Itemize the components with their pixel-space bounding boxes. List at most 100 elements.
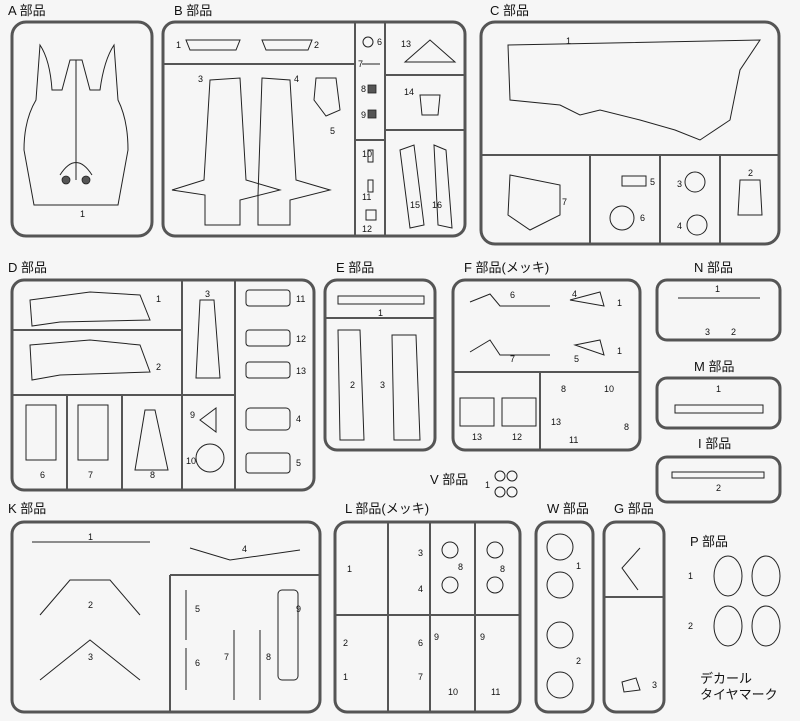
part-number: 6 (40, 470, 45, 480)
tire-mark-label: タイヤマーク (700, 687, 778, 702)
runner-p: P 部品 1 2 デカール タイヤマーク (688, 534, 781, 702)
runner-l: L 部品(メッキ) 1 3 4 8 8 2 1 6 7 9 9 10 11 (333, 501, 522, 714)
part-number: 7 (358, 59, 363, 69)
part-number: 6 (377, 37, 382, 47)
runner-e: E 部品 1 2 3 (323, 260, 437, 452)
runner-v-title: V 部品 (430, 472, 468, 487)
part-number: 2 (731, 327, 736, 337)
part-number: 3 (705, 327, 710, 337)
part-number: 1 (485, 480, 490, 490)
part-number: 2 (156, 362, 161, 372)
part-number: 1 (566, 36, 571, 46)
part-number: 9 (361, 110, 366, 120)
part-number: 9 (190, 410, 195, 420)
runner-c: C 部品 1 7 5 6 3 4 2 (479, 3, 781, 246)
part-number: 8 (500, 564, 505, 574)
part-number: 11 (362, 192, 371, 202)
part-number: 7 (88, 470, 93, 480)
part-number: 15 (410, 200, 420, 210)
runner-g: G 部品 3 (602, 501, 666, 714)
body-shell-part (23, 43, 129, 206)
part-number: 8 (266, 652, 271, 662)
part-number: 5 (650, 177, 655, 187)
part-number: 1 (715, 284, 720, 294)
runner-b-title: B 部品 (174, 3, 212, 18)
part-number: 1 (343, 672, 348, 682)
part-number: 9 (480, 632, 485, 642)
part-number: 6 (418, 638, 423, 648)
part-number: 13 (551, 417, 561, 427)
runner-p-title: P 部品 (690, 534, 728, 549)
part-number: 4 (296, 414, 301, 424)
part-number: 2 (343, 638, 348, 648)
part-number: 2 (688, 621, 693, 631)
part-number: 5 (330, 126, 335, 136)
part-number: 3 (652, 680, 657, 690)
part-number: 12 (296, 334, 306, 344)
runner-m: M 部品 1 (655, 359, 782, 430)
runner-f: F 部品(メッキ) 6 7 4 5 1 1 13 12 8 10 13 11 8 (451, 260, 642, 452)
part-number: 2 (748, 168, 753, 178)
runner-k-title: K 部品 (8, 501, 46, 516)
part-number: 7 (224, 652, 229, 662)
runner-w: W 部品 1 2 (534, 501, 595, 714)
runner-n-title: N 部品 (694, 260, 733, 275)
part-number: 7 (510, 354, 515, 364)
part-number: 10 (604, 384, 614, 394)
part-number: 13 (296, 366, 306, 376)
part-number: 6 (640, 213, 645, 223)
part-number: 8 (361, 84, 366, 94)
runner-c-title: C 部品 (490, 3, 529, 18)
runner-e-title: E 部品 (336, 260, 374, 275)
runner-d-title: D 部品 (8, 260, 47, 275)
part-number: 1 (716, 384, 721, 394)
runner-i: I 部品 2 (655, 436, 782, 504)
part-number: 3 (380, 380, 385, 390)
part-number: 1 (80, 209, 85, 219)
part-number: 1 (576, 561, 581, 571)
part-number: 4 (677, 221, 682, 231)
part-number: 1 (156, 294, 161, 304)
part-number: 2 (350, 380, 355, 390)
part-number: 2 (716, 483, 721, 493)
part-number: 5 (574, 354, 579, 364)
part-number: 4 (242, 544, 247, 554)
part-number: 4 (572, 289, 577, 299)
part-number: 2 (314, 40, 319, 50)
part-number: 10 (362, 149, 372, 159)
part-number: 8 (150, 470, 155, 480)
part-number: 7 (562, 197, 567, 207)
runner-d: D 部品 1 2 3 6 7 8 9 10 11 12 13 4 5 (8, 260, 316, 492)
decal-label: デカール (700, 671, 752, 686)
runner-n: N 部品 1 3 2 (655, 260, 782, 342)
runner-w-title: W 部品 (547, 501, 589, 516)
part-number: 4 (418, 584, 423, 594)
part-number: 1 (347, 564, 352, 574)
part-number: 1 (378, 308, 383, 318)
part-number: 16 (432, 200, 442, 210)
part-number: 1 (88, 532, 93, 542)
part-number: 2 (88, 600, 93, 610)
part-number: 11 (569, 435, 578, 445)
part-number: 13 (472, 432, 482, 442)
part-number: 12 (362, 224, 372, 234)
part-number: 1 (617, 346, 622, 356)
runner-v: V 部品 1 (430, 470, 518, 498)
part-number: 14 (404, 87, 414, 97)
part-number: 3 (677, 179, 682, 189)
part-number: 9 (434, 632, 439, 642)
runner-a-title: A 部品 (8, 3, 46, 18)
runner-b: B 部品 1 2 3 4 5 6 7 8 9 10 11 12 13 14 (161, 3, 467, 238)
runner-i-title: I 部品 (698, 436, 731, 451)
part-number: 1 (617, 298, 622, 308)
part-number: 11 (491, 687, 500, 697)
part-number: 10 (448, 687, 458, 697)
part-number: 6 (195, 658, 200, 668)
part-number: 5 (296, 458, 301, 468)
runner-g-title: G 部品 (614, 501, 654, 516)
part-number: 5 (195, 604, 200, 614)
part-number: 8 (561, 384, 566, 394)
part-number: 12 (512, 432, 522, 442)
part-number: 13 (401, 39, 411, 49)
